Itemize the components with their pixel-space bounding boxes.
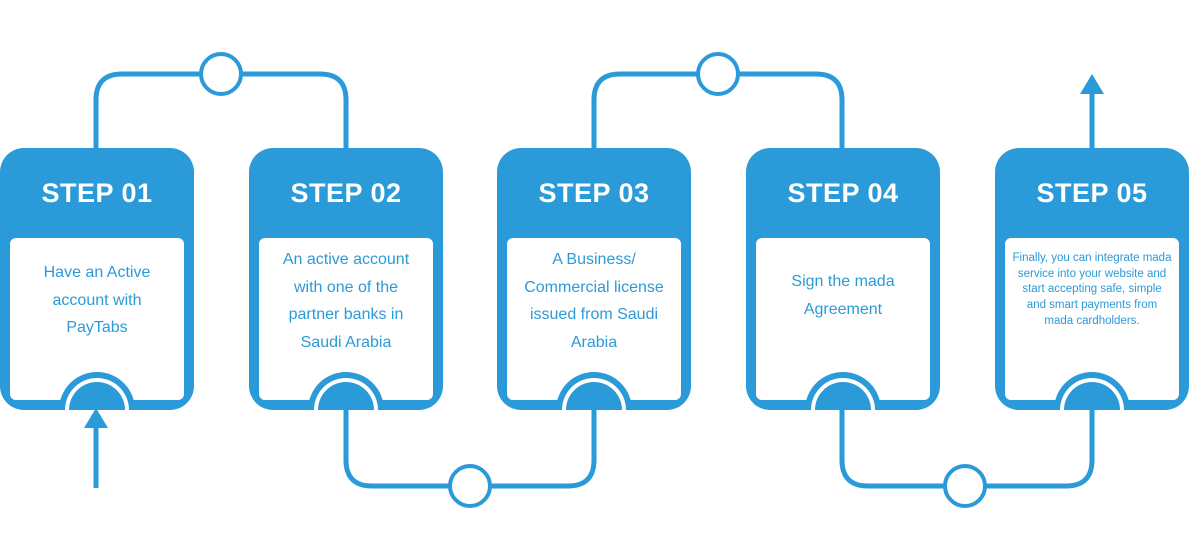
step-card-body: [507, 238, 681, 400]
step-description: A Business/ Commercial license issued fr…: [524, 251, 664, 351]
connector-node-4: [943, 464, 987, 508]
step-description: Have an Active account with PayTabs: [43, 264, 151, 336]
step-card-3: [497, 148, 691, 410]
start-arrowhead-icon: [84, 408, 108, 428]
step-card-body: [1005, 238, 1179, 400]
step-card-4: [746, 148, 940, 410]
step-title: STEP 04: [787, 178, 899, 208]
step-card-2: [249, 148, 443, 410]
end-arrowhead-icon: [1080, 74, 1104, 94]
step-title: STEP 05: [1036, 178, 1148, 208]
connector-node-1: [199, 52, 243, 96]
step-card-body: [10, 238, 184, 400]
step-card-body: [756, 238, 930, 400]
step-description: An active account with one of the partne…: [282, 251, 410, 351]
step-title: STEP 01: [41, 178, 153, 208]
step-card-1: [0, 148, 194, 410]
connector-node-2: [696, 52, 740, 96]
step-tab-icon: [566, 382, 622, 410]
step-card-body: [259, 238, 433, 400]
step-title: STEP 03: [538, 178, 650, 208]
step-tab-icon: [815, 382, 871, 410]
step-card-5: [995, 148, 1189, 410]
step-tab-icon: [318, 382, 374, 410]
step-tab-icon: [69, 382, 125, 410]
step-description: Sign the mada Agreement: [791, 273, 895, 318]
step-tab-icon: [1064, 382, 1120, 410]
step-title: STEP 02: [290, 178, 402, 208]
step-description: Finally, you can integrate mada service …: [1012, 252, 1172, 327]
connector-node-3: [448, 464, 492, 508]
